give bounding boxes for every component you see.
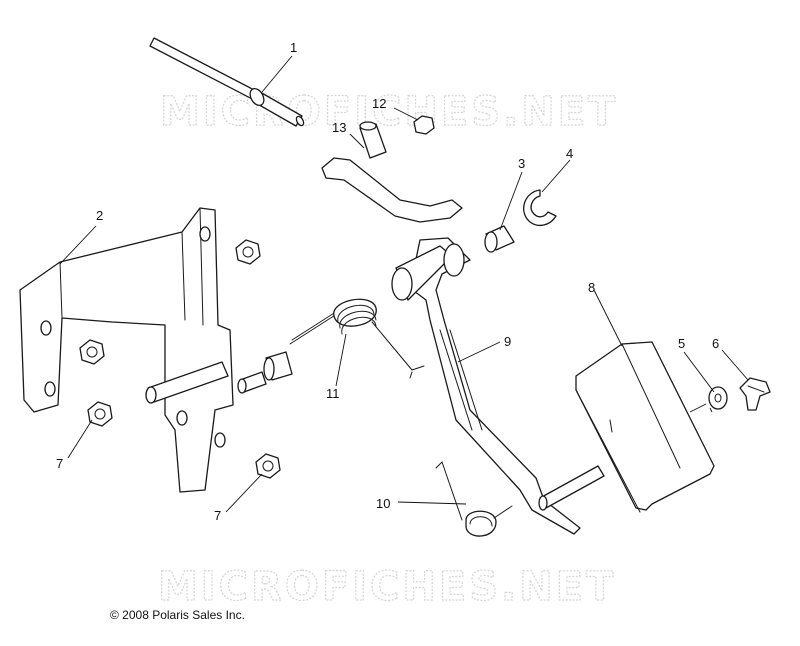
bracket-hole [214, 432, 226, 448]
part-1-cable [149, 37, 305, 127]
callout-5: 5 [678, 336, 685, 351]
part-2-bracket [19, 207, 267, 493]
callout-4: 4 [566, 146, 573, 161]
callout-13: 13 [332, 120, 346, 135]
part-10-return-spring [435, 461, 513, 537]
callout-9: 9 [504, 334, 511, 349]
callout-11: 11 [326, 386, 340, 401]
bushing [263, 351, 293, 381]
callout-12: 12 [372, 96, 386, 111]
part-13-pin [359, 121, 387, 159]
nut [79, 339, 105, 365]
copyright-notice: © 2008 Polaris Sales Inc. [110, 608, 245, 622]
part-6-cotter-pin [739, 377, 771, 411]
callout-8: 8 [588, 280, 595, 295]
nut [235, 239, 261, 265]
callout-3: 3 [518, 156, 525, 171]
callout-10: 10 [376, 496, 390, 511]
callout-2: 2 [96, 208, 103, 223]
nut [87, 401, 113, 427]
part-4-clip [523, 189, 557, 227]
watermark-bottom: MICROFICHES.NET [158, 564, 616, 610]
callout-6: 6 [712, 336, 719, 351]
part-9-pedal-arm [321, 157, 581, 535]
bracket-hole [176, 410, 188, 426]
callout-7-bottom: 7 [214, 508, 221, 523]
watermark-top: MICROFICHES.NET [160, 89, 618, 135]
part-11-spring [289, 298, 425, 379]
bracket-hole [40, 320, 52, 336]
callout-1: 1 [290, 40, 297, 55]
part-8-pedal-pad [538, 341, 715, 513]
callout-7-left: 7 [56, 456, 63, 471]
nut [255, 453, 281, 479]
bracket-hole [199, 226, 211, 242]
part-5-washer [708, 386, 728, 410]
part-3-bushing [484, 225, 515, 253]
part-12-nut [413, 115, 435, 135]
leader-lines [59, 55, 749, 513]
bracket-hole [44, 381, 56, 397]
